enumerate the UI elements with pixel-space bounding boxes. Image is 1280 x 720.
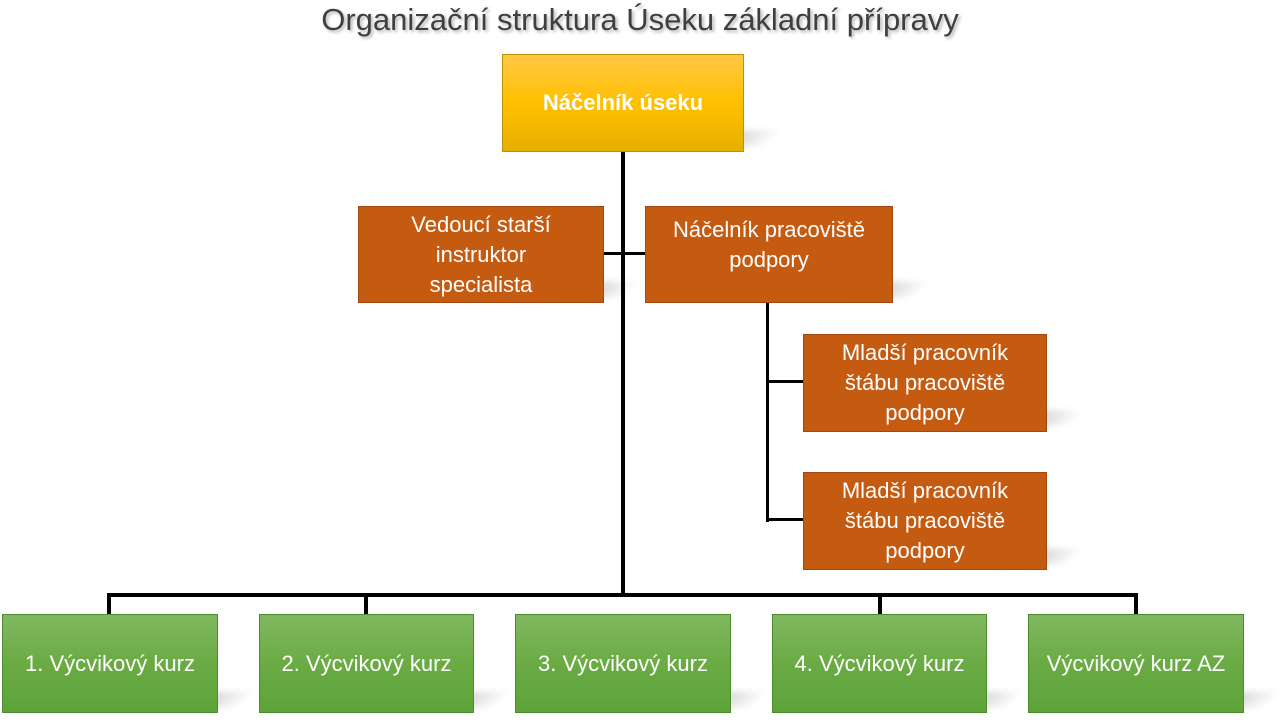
connector-course-4 [878,593,882,614]
course-node-1: 1. Výcvikový kurz [2,614,218,713]
course-node-4: 4. Výcvikový kurz [772,614,987,713]
support-node-2: Mladší pracovník štábu pracoviště podpor… [803,472,1047,570]
diagram-title: Organizační struktura Úseku základní pří… [321,2,959,37]
course-node-az: Výcvikový kurz AZ [1028,614,1244,713]
staff-node-instructor: Vedoucí starší instruktor specialista [358,206,604,303]
connector-courses-bus [107,593,1138,597]
connector-staff [603,252,645,255]
connector-course-2 [364,593,368,614]
course-node-3: 3. Výcvikový kurz [515,614,731,713]
connector-course-1 [107,593,111,614]
connector-trunk [621,151,625,597]
staff-node-support-chief: Náčelník pracoviště podpory [645,206,893,303]
connector-support-2 [766,518,803,521]
connector-support-vertical [766,302,769,522]
connector-support-1 [766,380,803,383]
support-node-1: Mladší pracovník štábu pracoviště podpor… [803,334,1047,432]
head-node: Náčelník úseku [502,54,744,152]
connector-course-5 [1134,593,1138,614]
course-node-2: 2. Výcvikový kurz [259,614,474,713]
